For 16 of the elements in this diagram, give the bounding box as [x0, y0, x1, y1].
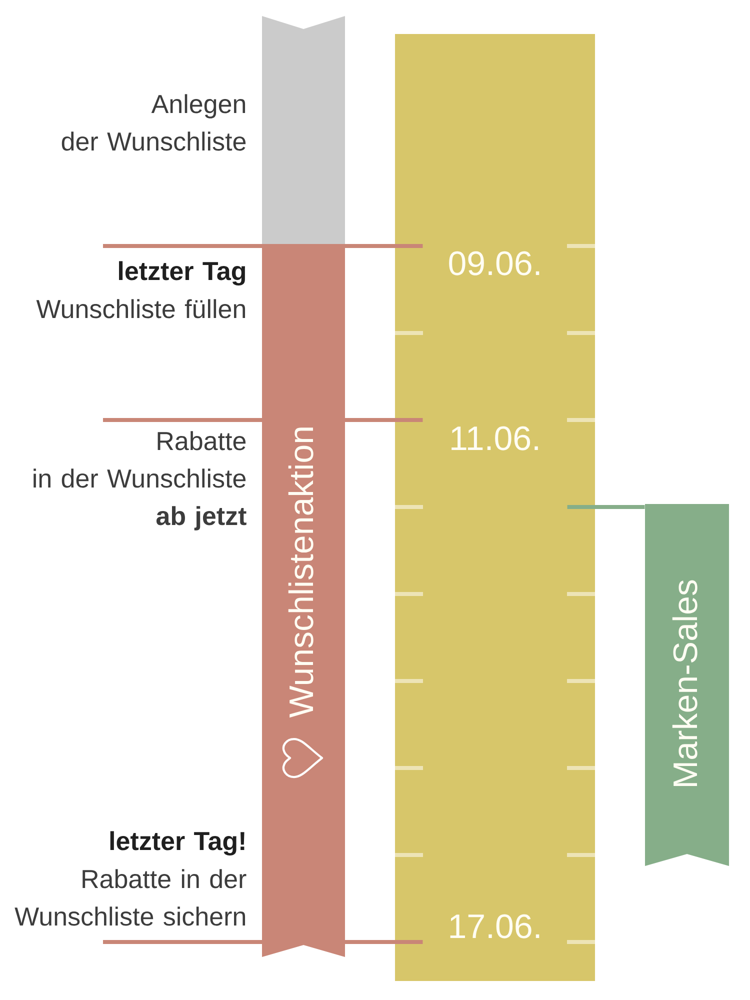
ribbon [262, 16, 345, 245]
date-label: 09.06. [449, 251, 540, 276]
ribbon: Wunschlistenaktion [262, 245, 345, 957]
node-label: Wunschlistenaktion [288, 428, 314, 718]
connector-line [103, 244, 423, 248]
note-heading: letzter Tag [119, 261, 245, 286]
ribbon: Marken-Sales [645, 504, 729, 866]
connector-line [103, 940, 423, 944]
date-label: 11.06. [452, 426, 538, 450]
note-text: Anlegen der Wunschliste [62, 94, 246, 151]
note-text: Wunschliste füllen [36, 299, 246, 318]
connector-line [103, 418, 423, 422]
connector-line [567, 505, 645, 509]
note-text: Rabatte in der Wunschliste ab jetzt [34, 431, 246, 530]
note-text: Rabatte in der Wunschliste sichern [14, 869, 246, 926]
date-label: 17.06. [450, 914, 540, 938]
